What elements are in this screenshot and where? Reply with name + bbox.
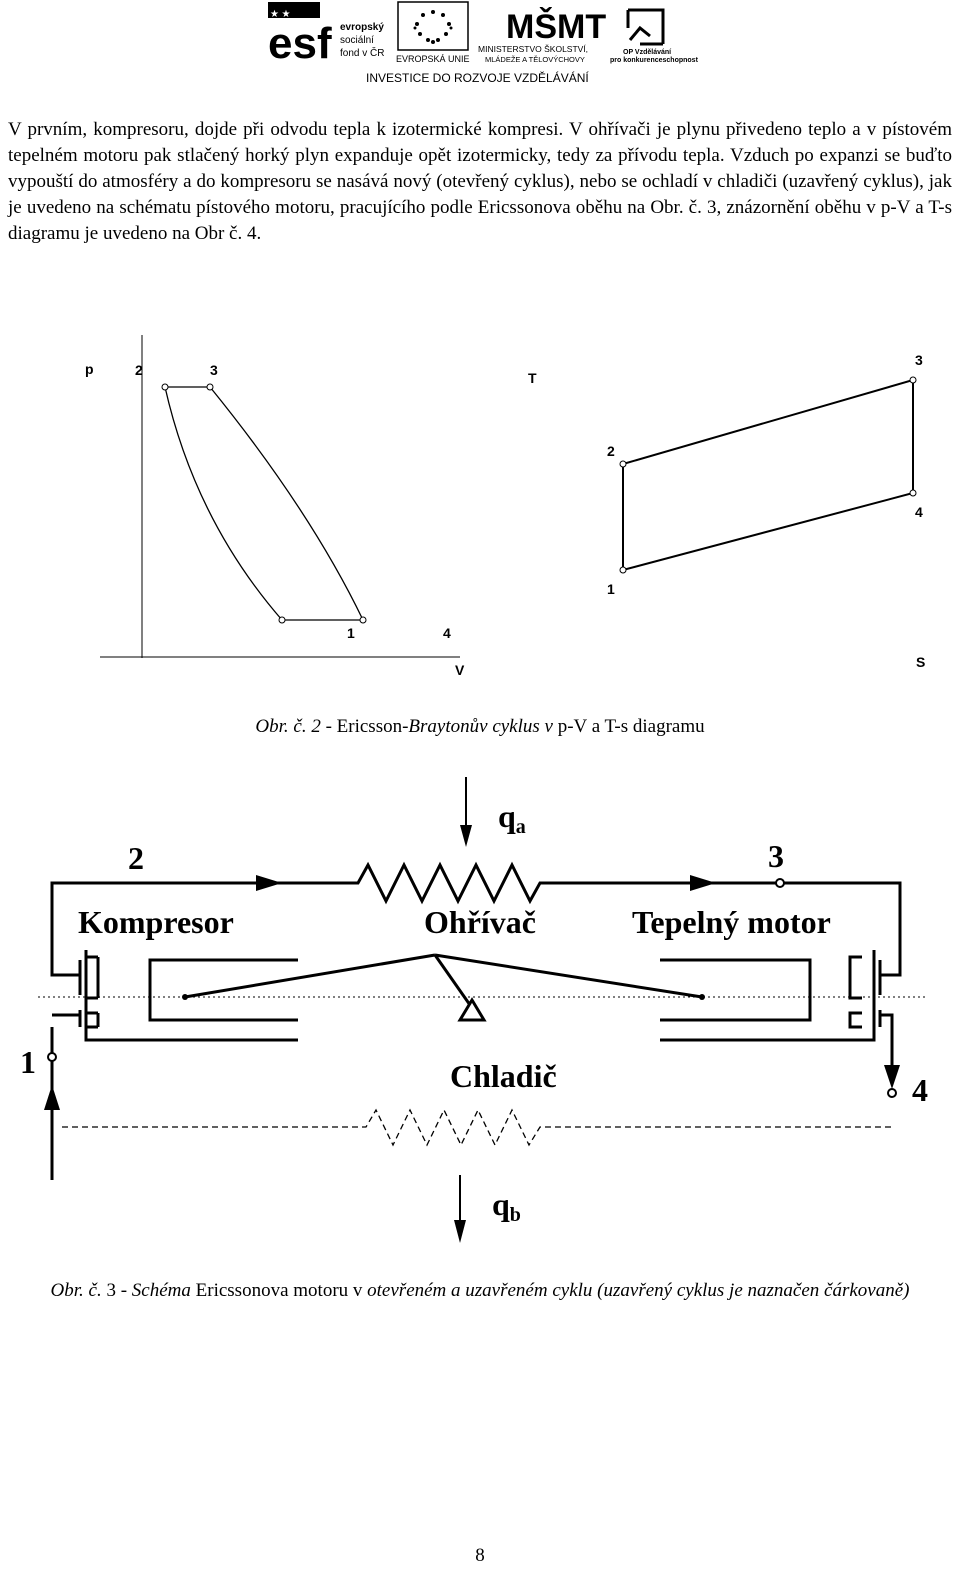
cooler-label: Chladič	[450, 1058, 557, 1094]
engine-housing	[660, 950, 876, 1042]
ts-point-1	[619, 566, 627, 574]
schema-point-3	[775, 878, 785, 888]
engine-cylinder	[660, 958, 812, 1022]
left-inlet-line	[50, 890, 80, 977]
caption2-part2: - Ericsson-	[320, 716, 409, 737]
engine-rod	[434, 953, 703, 999]
top-arrow-left-icon	[256, 875, 282, 891]
crank-arm	[433, 954, 472, 1006]
ts-label-1: 1	[607, 581, 615, 597]
op-text-1: OP Vzdělávání	[623, 49, 672, 56]
schema-label-2: 2	[128, 840, 144, 876]
op-frame-icon	[626, 8, 665, 46]
page-number: 8	[475, 1545, 485, 1566]
ts-point-3	[909, 376, 917, 384]
msmt-logo: MŠMT MINISTERSTVO ŠKOLSTVÍ, MLÁDEŽE A TĚ…	[478, 7, 606, 64]
caption2-prefix: Obr. č. 2	[255, 716, 321, 737]
schema-label-3: 3	[768, 838, 784, 874]
msmt-mark: MŠMT	[506, 7, 606, 46]
esf-text-3: fond v ČR	[340, 46, 384, 59]
qa-label: qa	[498, 798, 526, 838]
ts-label-4: 4	[915, 504, 923, 520]
engine-label: Tepelný motor	[632, 904, 831, 940]
pv-point-1	[278, 616, 286, 624]
left-valve-bottom-icon	[78, 1010, 100, 1029]
pv-y-label: p	[85, 361, 94, 377]
engine-pin-icon	[699, 994, 705, 1000]
op-check-icon	[628, 25, 651, 41]
esf-text-2: sociální	[340, 35, 374, 46]
eu-text: EVROPSKÁ UNIE	[396, 54, 470, 64]
ericsson-schema: qa 2 3 Kompresor Ohřívač Tepelný motor 4…	[20, 777, 928, 1243]
caption2-part4: p-V a T-s diagramu	[552, 716, 705, 737]
eu-logo: EVROPSKÁ UNIE	[396, 1, 470, 64]
caption3-prefix: Obr. č.	[50, 1280, 102, 1301]
pv-label-4: 4	[443, 625, 451, 641]
pv-label-1: 1	[347, 625, 355, 641]
qb-label: qb	[492, 1186, 521, 1226]
esf-logo: ★ ★ esf evropský sociální fond v ČR	[268, 2, 384, 68]
ts-label-3: 3	[915, 352, 923, 368]
caption3-part4: Ericssonova motoru v	[190, 1280, 368, 1301]
header-logos: ★ ★ esf evropský sociální fond v ČR EVRO…	[268, 1, 699, 85]
pv-diagram: p V 2 3 1 4	[85, 335, 465, 678]
ts-y-label: T	[528, 370, 537, 386]
top-arrow-right-icon	[690, 875, 716, 891]
caption3-part3: Schéma	[131, 1280, 191, 1301]
right-valve-bottom-icon	[848, 1010, 882, 1029]
esf-mark: esf	[268, 19, 332, 68]
crank-support-icon	[457, 997, 487, 1022]
compressor-label: Kompresor	[78, 904, 234, 940]
compressor-housing	[84, 950, 298, 1042]
esf-text-1: evropský	[340, 22, 384, 33]
qa-arrow-head-icon	[460, 825, 472, 847]
schema-point-4	[887, 1088, 897, 1098]
cooler-dashed-loop	[62, 1108, 892, 1147]
pv-point-4	[359, 616, 367, 624]
pv-label-2: 2	[135, 362, 143, 378]
compressor-rod	[184, 953, 436, 999]
left-valve-top-icon	[78, 955, 100, 1000]
pv-label-3: 3	[210, 362, 218, 378]
qb-arrow-head-icon	[454, 1220, 466, 1243]
schema-label-4: 4	[912, 1072, 928, 1108]
schema-point-1	[47, 1052, 57, 1062]
right-exhaust-line	[880, 955, 902, 1083]
ts-diagram: T S 3 2 4 1	[528, 352, 925, 670]
ts-cycle-path	[622, 378, 914, 572]
body-paragraph: V prvním, kompresoru, dojde při odvodu t…	[8, 119, 952, 244]
caption3-part2: 3 -	[101, 1280, 132, 1301]
msmt-text-1: MINISTERSTVO ŠKOLSTVÍ,	[478, 44, 588, 54]
ts-point-2	[619, 460, 627, 468]
figure-2-caption: Obr. č. 2 - Ericsson-Braytonův cyklus v …	[0, 716, 960, 738]
top-line-heater	[50, 861, 780, 905]
right-valve-top-icon	[848, 955, 882, 1000]
ts-label-2: 2	[607, 443, 615, 459]
op-text-2: pro konkurenceschopnost	[610, 57, 699, 64]
msmt-text-2: MLÁDEŽE A TĚLOVÝCHOVY	[485, 55, 585, 64]
inlet-arrow-icon	[44, 1085, 60, 1110]
ts-point-4	[909, 489, 917, 497]
pv-point-2	[161, 383, 169, 391]
header-slogan: INVESTICE DO ROZVOJE VZDĚLÁVÁNÍ	[366, 70, 589, 85]
pv-x-label: V	[455, 662, 465, 678]
caption3-part5: otevřeném a uzavřeném cyklu (uzavřený cy…	[367, 1280, 910, 1301]
ts-x-label: S	[916, 654, 925, 670]
caption2-part3: Braytonův cyklus v	[408, 716, 553, 737]
compressor-pin-icon	[182, 994, 188, 1000]
compressor-cylinder	[148, 958, 298, 1022]
pv-cycle-path	[164, 386, 365, 621]
top-line-right	[784, 881, 902, 955]
pv-point-3	[206, 383, 214, 391]
figure-3-caption: Obr. č. 3 - Schéma Ericssonova motoru v …	[10, 1278, 950, 1304]
exhaust-arrow-icon	[884, 1065, 900, 1089]
heater-label: Ohřívač	[424, 904, 536, 940]
esf-stars-icon: ★ ★	[270, 9, 290, 20]
op-logo: OP Vzdělávání pro konkurenceschopnost	[610, 8, 699, 64]
eu-stars-icon	[413, 10, 453, 44]
schema-label-1: 1	[20, 1044, 36, 1080]
